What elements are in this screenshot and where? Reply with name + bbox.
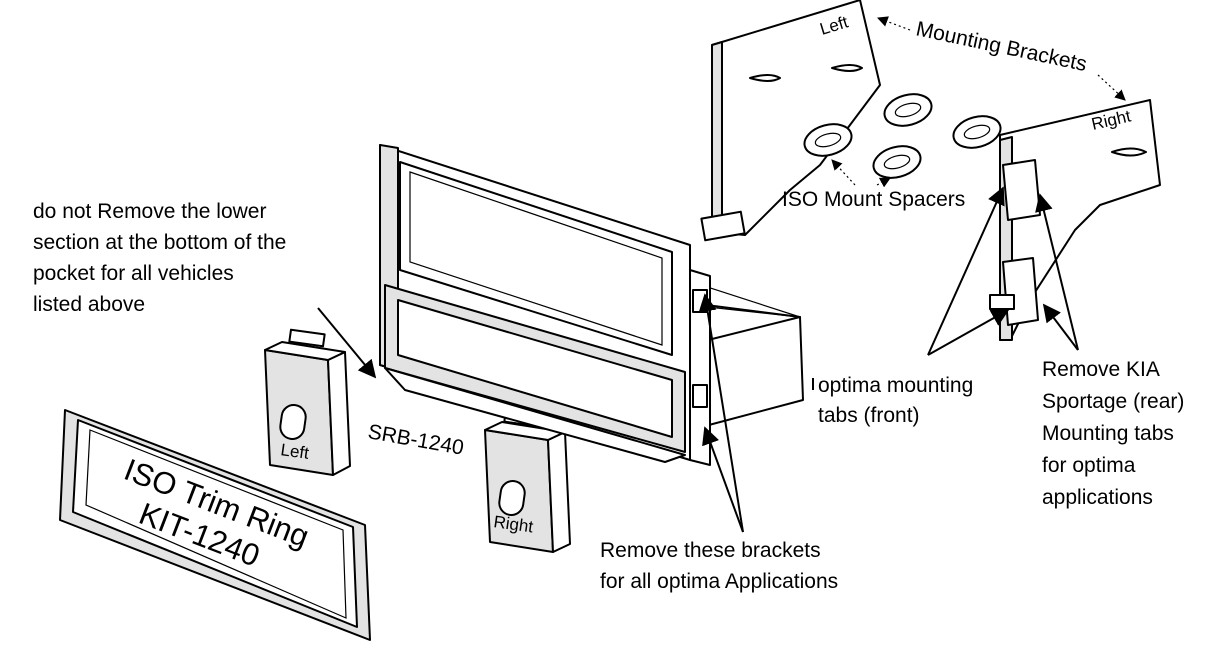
optima-tabs-line-2: tabs (front) <box>818 404 920 427</box>
radio-pocket-srb-1240: SRB-1240 <box>366 144 804 466</box>
remove-kia-line-1: Remove KIA <box>1042 358 1160 381</box>
optima-tabs-note: optima mounting tabs (front) <box>812 374 973 427</box>
mounting-brackets-note: Mounting Brackets <box>876 16 1126 101</box>
lower-section-line-1: do not Remove the lower <box>33 200 266 223</box>
lower-section-line-3: pocket for all vehicles <box>33 262 234 285</box>
clip-left-label: Left <box>279 440 310 463</box>
clip-left: Left <box>264 328 351 476</box>
remove-kia-line-2: Sportage (rear) <box>1042 390 1184 413</box>
optima-tabs-line-1: optima mounting <box>818 374 973 397</box>
mounting-brackets-label: Mounting Brackets <box>914 17 1089 76</box>
iso-mount-spacers <box>803 93 1002 179</box>
remove-brackets-line-2: for all optima Applications <box>600 570 838 593</box>
iso-spacers-note: ISO Mount Spacers <box>782 159 965 211</box>
remove-brackets-line-1: Remove these brackets <box>600 539 821 562</box>
lower-section-note: do not Remove the lower section at the b… <box>33 200 377 379</box>
remove-kia-line-4: for optima <box>1042 454 1136 477</box>
remove-brackets-note: Remove these brackets for all optima App… <box>600 293 838 593</box>
remove-kia-note: Remove KIA Sportage (rear) Mounting tabs… <box>927 186 1184 509</box>
lower-section-line-4: listed above <box>33 293 145 316</box>
remove-kia-line-3: Mounting tabs <box>1042 422 1174 445</box>
mounting-bracket-right: Right <box>989 99 1161 341</box>
pocket-model-label: SRB-1240 <box>366 420 465 459</box>
lower-section-arrow <box>317 307 377 379</box>
remove-kia-line-5: applications <box>1042 486 1153 509</box>
iso-spacers-label: ISO Mount Spacers <box>782 188 965 211</box>
iso-trim-ring: ISO Trim Ring KIT-1240 <box>59 409 371 641</box>
mounting-bracket-left: Left <box>700 0 881 242</box>
lower-section-line-2: section at the bottom of the <box>33 231 286 254</box>
